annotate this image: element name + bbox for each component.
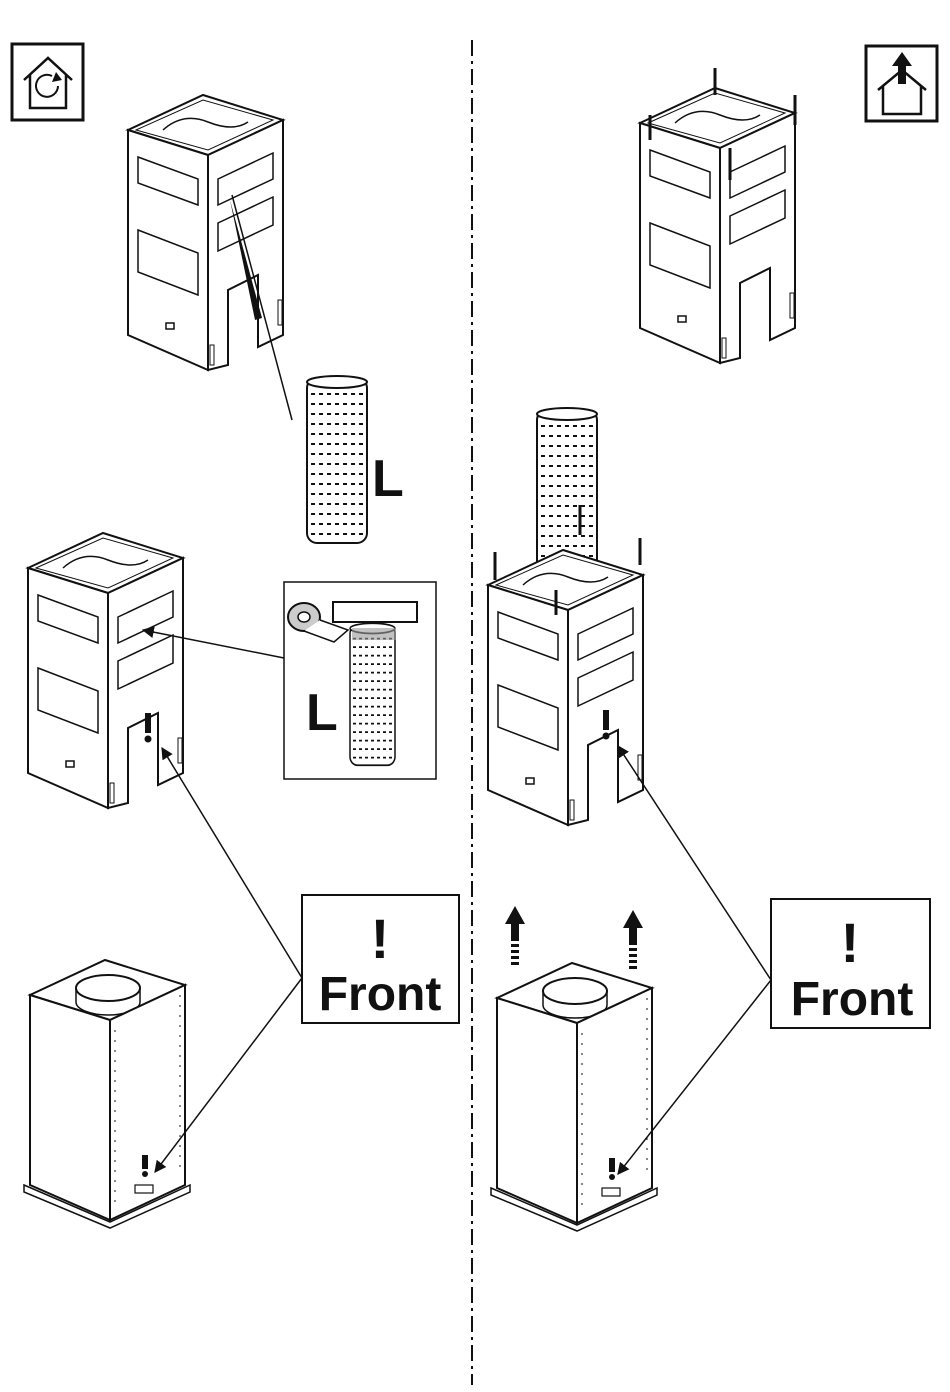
flexible-hose-right (537, 408, 597, 575)
front-pointer-upper-right (618, 746, 771, 980)
front-note-text-right: Front (791, 973, 914, 1026)
motor-housing-left (24, 960, 190, 1228)
extraction-mode-icon (866, 46, 937, 121)
front-note-text-left: Front (319, 968, 442, 1021)
flexible-hose-left (307, 376, 367, 543)
front-note-mark-left: ! (371, 907, 390, 970)
front-mark-frame-left (145, 713, 152, 743)
front-mark-frame-right (603, 710, 610, 740)
hose-tape-detail: L (284, 582, 436, 779)
hose-length-label: L (372, 450, 404, 508)
chimney-frame-middle-right (488, 505, 643, 825)
lift-up-arrow-left (505, 906, 525, 965)
detail-length-label: L (306, 684, 338, 742)
front-note-right: ! Front (771, 899, 930, 1028)
motor-housing-right (491, 963, 657, 1231)
chimney-frame-middle-left (28, 533, 183, 808)
chimney-frame-top-right (640, 68, 795, 363)
front-note-left: ! Front (302, 895, 459, 1023)
front-note-mark-right: ! (841, 911, 860, 974)
lift-up-arrow-right (623, 910, 643, 969)
front-pointer-upper-left (162, 748, 302, 978)
recirculation-mode-icon (12, 44, 83, 120)
chimney-frame-top-left (128, 95, 283, 370)
